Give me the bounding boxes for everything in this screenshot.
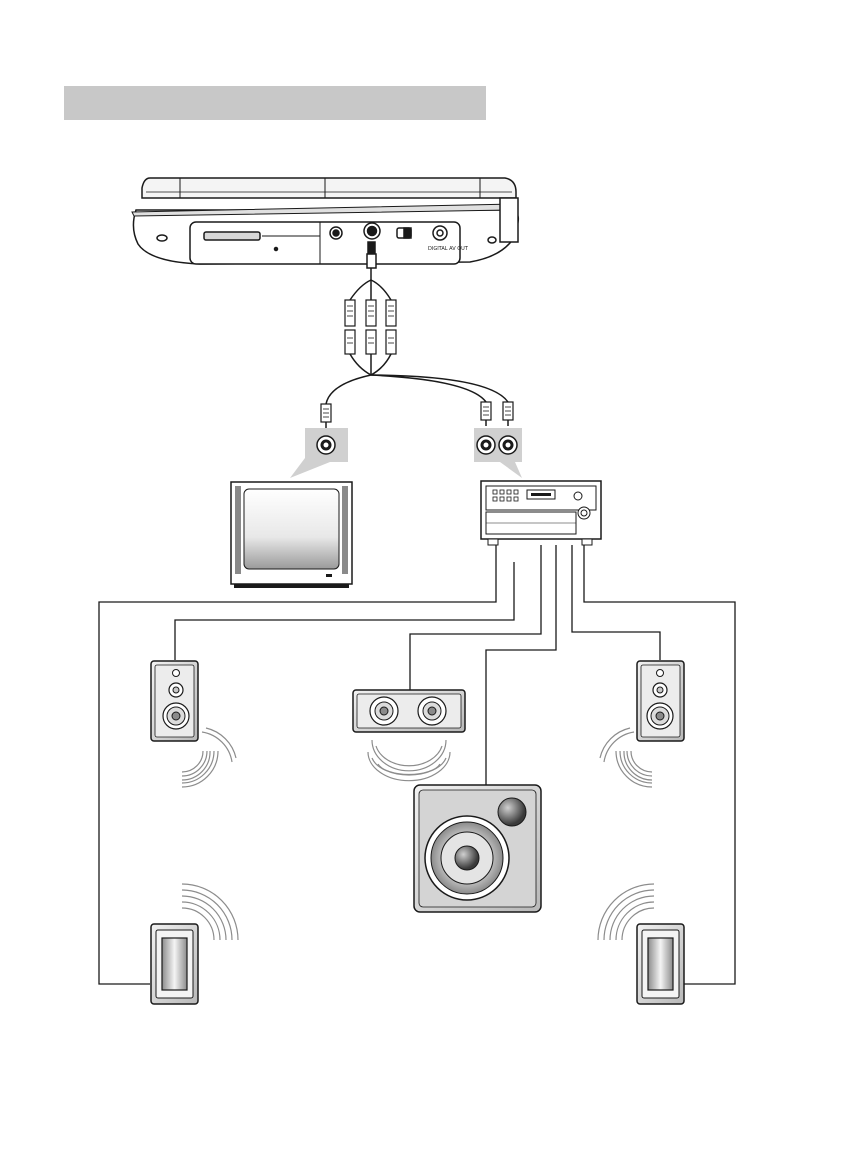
television — [230, 481, 353, 588]
surround-right-sound-waves — [597, 883, 655, 941]
av-cable — [320, 241, 514, 428]
subwoofer — [413, 784, 542, 913]
front-left-sound-waves — [181, 727, 237, 788]
section-header-bar — [64, 86, 486, 120]
front-left-speaker — [150, 660, 199, 742]
tv-jack-callout — [290, 428, 348, 478]
player-jack-label: DIGITAL AV OUT — [428, 246, 469, 252]
front-right-sound-waves — [599, 727, 653, 788]
center-sound-waves — [367, 739, 451, 782]
receiver-jack-callout — [474, 428, 522, 478]
speaker-wiring — [98, 545, 736, 985]
surround-left-speaker — [150, 923, 199, 1005]
surround-left-sound-waves — [181, 883, 239, 941]
av-receiver — [480, 480, 602, 546]
front-right-speaker — [636, 660, 685, 742]
center-speaker — [352, 689, 466, 733]
portable-dvd-player: DIGITAL AV OUT — [131, 177, 520, 265]
surround-right-speaker — [636, 923, 685, 1005]
